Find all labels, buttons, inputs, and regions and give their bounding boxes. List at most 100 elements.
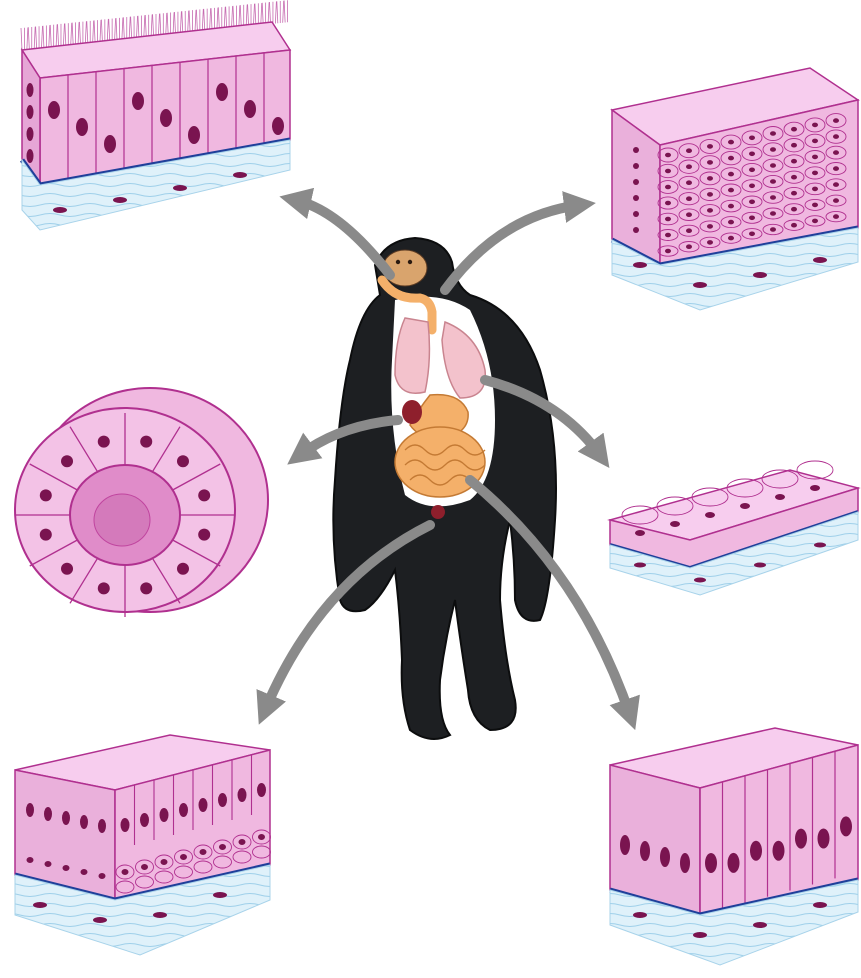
nucleus xyxy=(63,865,70,871)
nucleus xyxy=(132,92,144,110)
nucleus xyxy=(770,147,776,152)
nucleus xyxy=(728,853,740,873)
nucleus xyxy=(686,196,692,201)
nucleus xyxy=(620,835,630,855)
nucleus xyxy=(665,249,671,254)
nucleus xyxy=(749,136,755,141)
tissue-tube-simple-cuboidal xyxy=(15,388,268,617)
tissue-block-simple-squamous xyxy=(610,461,858,595)
nucleus xyxy=(61,563,73,575)
nucleus xyxy=(173,185,187,191)
nucleus xyxy=(707,160,713,165)
nucleus xyxy=(179,803,188,817)
nucleus xyxy=(707,240,713,245)
nucleus xyxy=(728,236,734,241)
nucleus xyxy=(140,813,149,827)
nucleus xyxy=(98,819,106,833)
nucleus xyxy=(693,282,707,288)
nucleus xyxy=(728,204,734,209)
nucleus xyxy=(121,818,130,832)
tissue-block-stratified-squamous xyxy=(612,68,858,310)
nucleus xyxy=(27,857,34,863)
nucleus xyxy=(693,932,707,938)
nucleus xyxy=(833,198,839,203)
nucleus xyxy=(791,159,797,164)
nucleus xyxy=(707,176,713,181)
nucleus xyxy=(770,179,776,184)
arrow-to-top-right xyxy=(445,205,580,290)
nucleus xyxy=(633,163,639,169)
nucleus xyxy=(258,834,265,840)
nucleus xyxy=(177,563,189,575)
nucleus xyxy=(633,147,639,153)
nucleus xyxy=(750,841,762,861)
nucleus xyxy=(814,543,826,548)
nucleus xyxy=(93,917,107,923)
nucleus xyxy=(686,180,692,185)
nucleus xyxy=(705,853,717,873)
nucleus xyxy=(749,200,755,205)
nucleus xyxy=(199,798,208,812)
nucleus xyxy=(773,841,785,861)
nucleus xyxy=(140,582,152,594)
nucleus xyxy=(177,455,189,467)
nucleus xyxy=(680,853,690,873)
nucleus xyxy=(80,815,88,829)
nucleus xyxy=(818,829,830,849)
nucleus xyxy=(633,912,647,918)
nucleus xyxy=(810,485,820,491)
nucleus xyxy=(633,195,639,201)
nucleus xyxy=(707,144,713,149)
nucleus xyxy=(33,902,47,908)
nucleus xyxy=(833,118,839,123)
lung-left xyxy=(395,318,429,393)
nucleus xyxy=(686,212,692,217)
nucleus xyxy=(813,902,827,908)
nucleus xyxy=(45,861,52,867)
nucleus xyxy=(238,788,247,802)
nucleus xyxy=(216,83,228,101)
nucleus xyxy=(833,214,839,219)
nucleus xyxy=(833,166,839,171)
nucleus xyxy=(813,257,827,263)
nucleus xyxy=(686,228,692,233)
nucleus xyxy=(218,793,227,807)
nucleus xyxy=(749,168,755,173)
nucleus xyxy=(76,118,88,136)
nucleus xyxy=(740,503,750,509)
nucleus xyxy=(213,892,227,898)
nucleus xyxy=(665,201,671,206)
nucleus xyxy=(791,207,797,212)
nucleus xyxy=(61,455,73,467)
nucleus xyxy=(633,262,647,268)
nucleus xyxy=(707,208,713,213)
nucleus xyxy=(812,219,818,224)
nucleus xyxy=(160,109,172,127)
nucleus xyxy=(791,191,797,196)
nucleus xyxy=(27,149,34,163)
nucleus xyxy=(40,529,52,541)
nucleus xyxy=(791,175,797,180)
nucleus xyxy=(833,182,839,187)
nucleus xyxy=(660,847,670,867)
nucleus xyxy=(200,849,207,855)
nucleus xyxy=(665,169,671,174)
nucleus xyxy=(665,153,671,158)
nucleus xyxy=(27,83,34,97)
nucleus xyxy=(633,227,639,233)
tissue-block-simple-columnar xyxy=(610,728,858,965)
nucleus xyxy=(754,563,766,568)
nucleus xyxy=(728,188,734,193)
nucleus xyxy=(770,195,776,200)
nucleus xyxy=(705,512,715,518)
nucleus xyxy=(81,869,88,875)
nucleus xyxy=(728,140,734,145)
nucleus xyxy=(239,839,246,845)
nucleus xyxy=(26,803,34,817)
nucleus xyxy=(40,489,52,501)
nucleus xyxy=(812,139,818,144)
nucleus xyxy=(791,143,797,148)
nucleus xyxy=(640,841,650,861)
nucleus xyxy=(770,131,776,136)
